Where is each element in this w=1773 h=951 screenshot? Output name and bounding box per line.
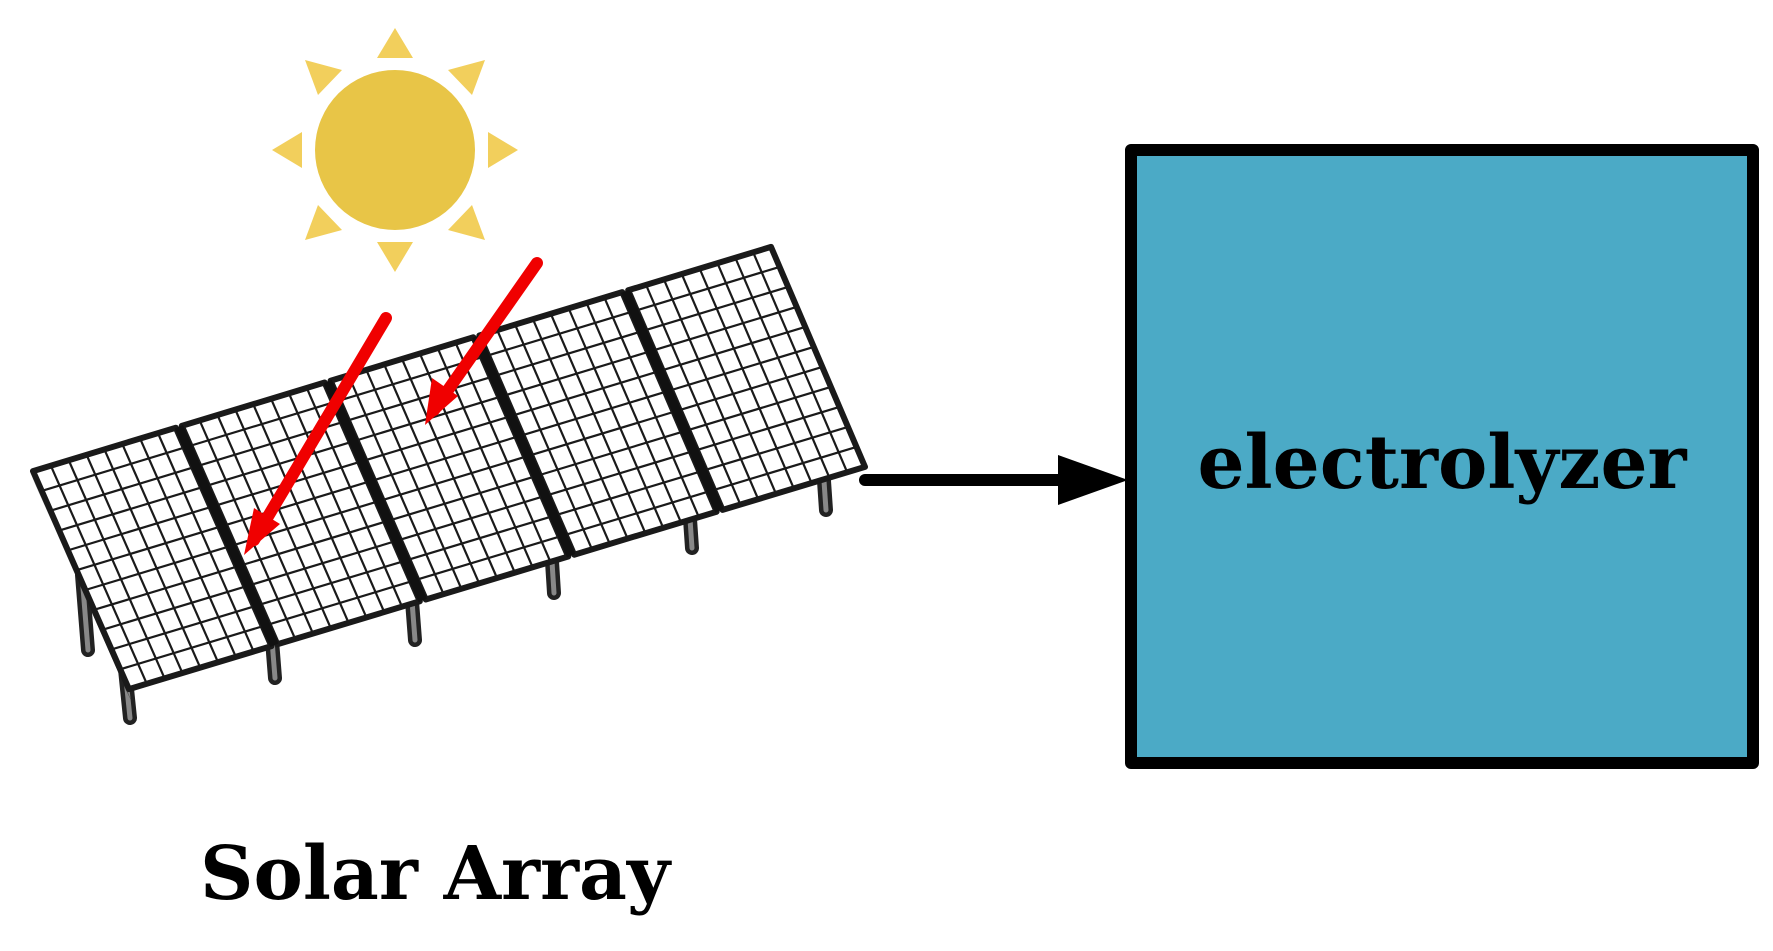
- electrolyzer-block: electrolyzer: [1125, 144, 1759, 769]
- solar-array-label: Solar Array: [200, 831, 672, 917]
- sun-icon: [272, 28, 518, 272]
- sun-rays: [272, 28, 518, 272]
- sunlight-arrow-head: [244, 508, 280, 555]
- panel-separator: [472, 334, 576, 558]
- panel-separator: [621, 289, 724, 513]
- electrolyzer-box: [1125, 144, 1759, 769]
- solar-panel: [29, 424, 275, 693]
- solar-panel-icon: [29, 243, 869, 725]
- flow-arrow-head: [1058, 455, 1128, 505]
- right-arrow-icon: [859, 455, 1128, 505]
- panel-separator: [323, 379, 427, 603]
- sunlight-arrow-head: [425, 378, 458, 425]
- solar-panel: [625, 243, 869, 513]
- electrolyzer-label: electrolyzer: [1197, 420, 1687, 506]
- sun-disc: [315, 70, 475, 230]
- sunlight-arrows: [244, 257, 543, 555]
- panel-separator: [174, 424, 279, 648]
- sunlight-arrow-icon: [428, 257, 543, 416]
- sunlight-arrow-icon: [248, 312, 392, 546]
